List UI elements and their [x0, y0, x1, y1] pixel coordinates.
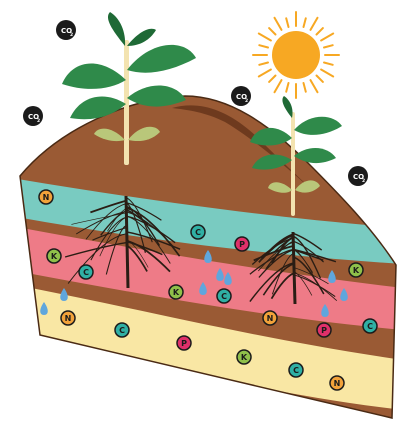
- nutrient-label: C: [195, 228, 201, 237]
- svg-text:2: 2: [37, 118, 40, 124]
- nutrient-label: C: [83, 268, 89, 277]
- nutrient-label: C: [221, 292, 227, 301]
- nutrient-icon: C: [115, 323, 129, 337]
- nutrient-icon: N: [263, 311, 277, 325]
- nutrient-icon: C: [289, 363, 303, 377]
- nutrient-icon: K: [47, 249, 61, 263]
- nutrient-label: P: [321, 326, 327, 335]
- nutrient-icon: N: [39, 190, 53, 204]
- nutrient-label: P: [181, 339, 187, 348]
- nutrient-label: K: [241, 353, 248, 362]
- nutrient-label: C: [367, 322, 373, 331]
- nutrient-icon: C: [191, 225, 205, 239]
- nutrient-icon: K: [169, 285, 183, 299]
- nutrient-icon: C: [79, 265, 93, 279]
- nutrient-icon: C: [217, 289, 231, 303]
- nutrient-icon: K: [237, 350, 251, 364]
- nutrient-label: N: [334, 379, 341, 388]
- nutrient-label: K: [51, 252, 58, 261]
- nutrient-label: K: [173, 288, 180, 297]
- nutrient-label: K: [353, 266, 360, 275]
- svg-text:2: 2: [362, 178, 365, 184]
- svg-text:2: 2: [245, 98, 248, 104]
- nutrient-icon: C: [363, 319, 377, 333]
- nutrient-label: C: [119, 326, 125, 335]
- co2-badge-icon: CO 2: [231, 86, 251, 106]
- sun-icon: [253, 12, 339, 98]
- nutrient-icon: N: [61, 311, 75, 325]
- nutrient-icon: K: [349, 263, 363, 277]
- nutrient-label: N: [267, 314, 274, 323]
- nutrient-icon: P: [317, 323, 331, 337]
- co2-badge-icon: CO 2: [56, 20, 76, 40]
- nutrient-label: C: [293, 366, 299, 375]
- nutrient-label: N: [43, 193, 50, 202]
- nutrient-icon: P: [177, 336, 191, 350]
- nutrient-icon: P: [235, 237, 249, 251]
- nutrient-label: P: [239, 240, 245, 249]
- co2-badge-icon: CO 2: [348, 166, 368, 186]
- nutrient-icon: N: [330, 376, 344, 390]
- svg-text:2: 2: [70, 32, 73, 38]
- co2-badge-icon: CO 2: [23, 106, 43, 126]
- nutrient-label: N: [65, 314, 72, 323]
